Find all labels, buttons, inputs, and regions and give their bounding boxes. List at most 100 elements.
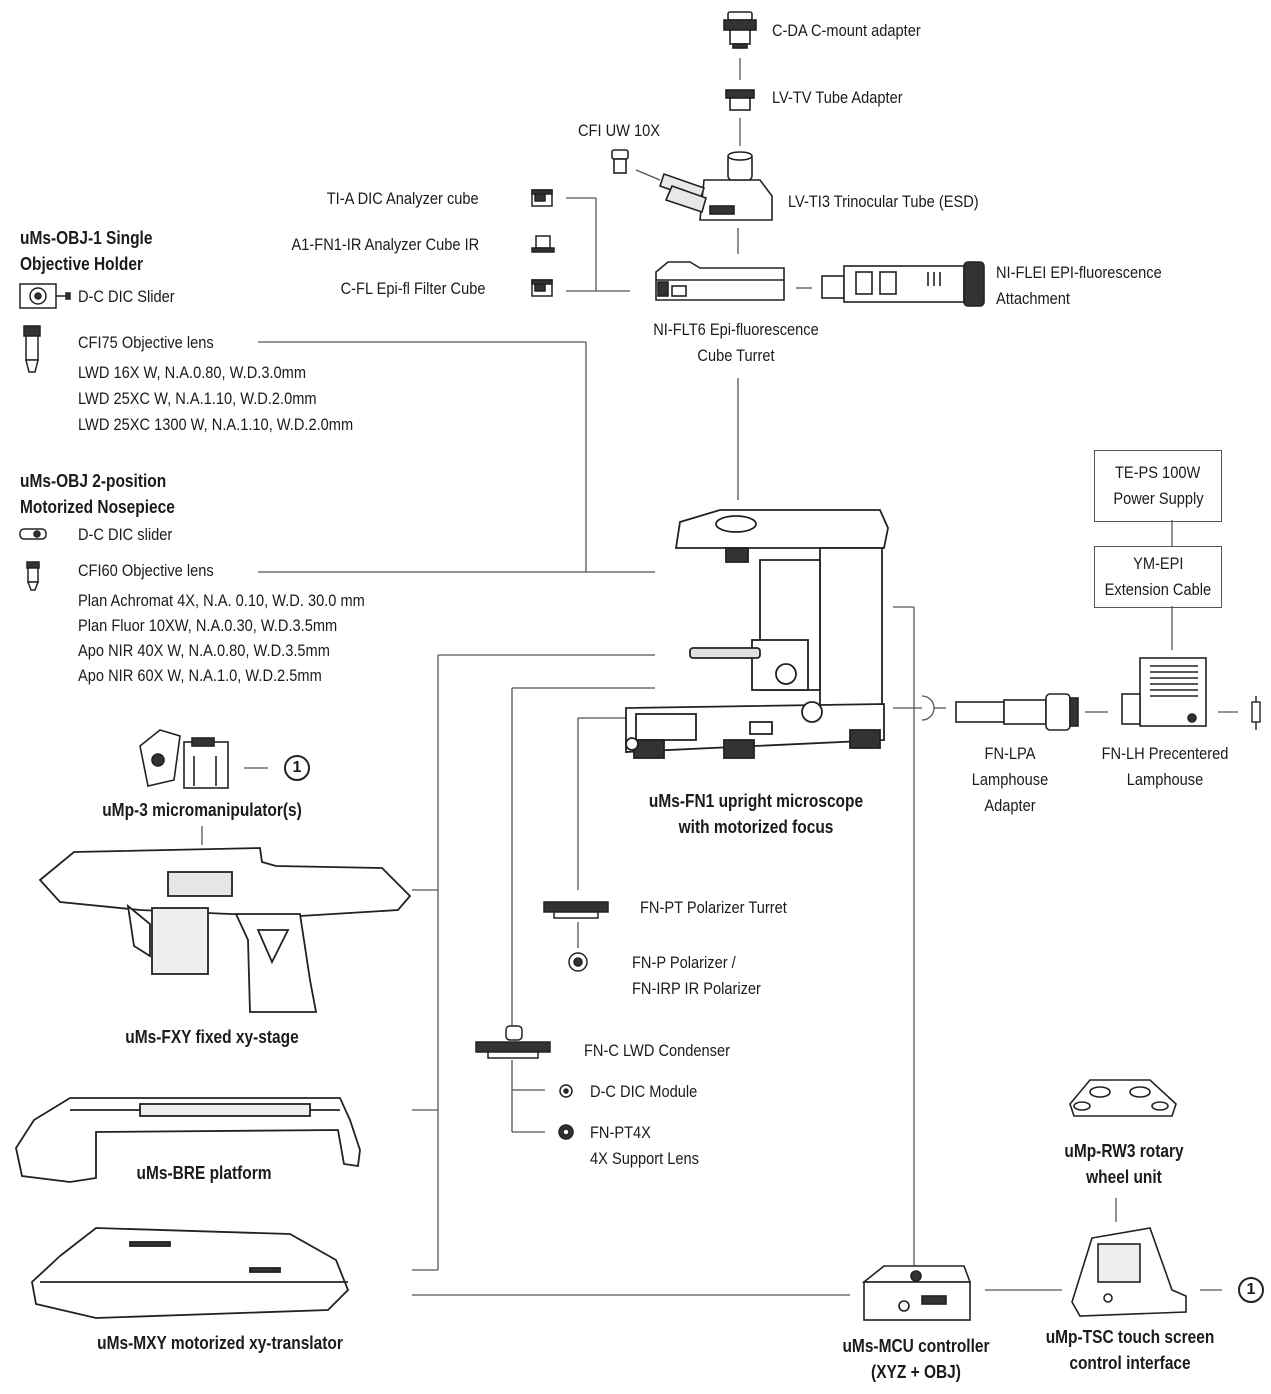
marker-circle-1: 1 [284, 755, 310, 781]
cfi60-spec-4: Apo NIR 60X W, N.A.1.0, W.D.2.5mm [78, 666, 322, 685]
microscope-label-line1: uMs-FN1 upright microscope [648, 791, 864, 811]
epi-attachment-label-line2: Attachment [996, 289, 1070, 308]
lamphouse-adapter-label-line1: FN-LPA [984, 744, 1036, 763]
polarizer-icon [568, 952, 588, 972]
extension-cable-line2: Extension Cable [1104, 580, 1212, 599]
epi-attachment-label: NI-FLEI EPI-fluorescence Attachment [996, 260, 1162, 312]
dic-slider-label: D-C DIC Slider [78, 287, 175, 306]
filter-cube-icon [531, 279, 553, 297]
support-lens-label-line1: FN-PT4X [590, 1123, 651, 1142]
polarizer-turret-icon [543, 901, 609, 919]
analyzer-cube-label: TI-A DIC Analyzer cube [327, 189, 479, 208]
mcu-controller-label-line1: uMs-MCU controller [842, 1336, 990, 1356]
lamphouse-adapter-label-line3: Adapter [984, 796, 1036, 815]
cube-turret-icon [655, 261, 785, 301]
c-mount-adapter-icon [723, 11, 757, 49]
microscope-icon [625, 509, 889, 759]
trinocular-tube-icon [658, 151, 773, 221]
fixed-xy-stage-label: uMs-FXY fixed xy-stage [125, 1027, 299, 1047]
rotary-wheel-label-line1: uMp-RW3 rotary [1064, 1141, 1184, 1161]
dic-slider-small-icon [19, 528, 47, 540]
cube-turret-label: NI-FLT6 Epi-fluorescence Cube Turret [650, 317, 822, 369]
tube-adapter-icon [725, 89, 755, 111]
rotary-wheel-label: uMp-RW3 rotary wheel unit [1038, 1138, 1210, 1190]
cfi75-spec-1: LWD 16X W, N.A.0.80, W.D.3.0mm [78, 363, 307, 382]
cfi75-spec-3: LWD 25XC 1300 W, N.A.1.10, W.D.2.0mm [78, 415, 354, 434]
extension-cable-box: YM-EPI Extension Cable [1094, 546, 1222, 608]
marker-circle-2: 1 [1238, 1277, 1264, 1303]
polarizer-turret-label: FN-PT Polarizer Turret [640, 898, 787, 917]
nosepiece-title-line2: Motorized Nosepiece [20, 497, 175, 517]
touch-screen-icon [1071, 1227, 1187, 1317]
c-mount-adapter-label: C-DA C-mount adapter [772, 21, 921, 40]
epi-fluorescence-attachment-icon [821, 261, 985, 307]
dic-slider-2-label: D-C DIC slider [78, 525, 173, 544]
rotary-wheel-icon [1069, 1079, 1177, 1117]
touch-screen-label-line2: control interface [1069, 1353, 1191, 1373]
lamphouse-label-line1: FN-LH Precentered [1101, 744, 1229, 763]
trinocular-tube-label: LV-TI3 Trinocular Tube (ESD) [788, 192, 979, 211]
tube-adapter-label: LV-TV Tube Adapter [772, 88, 903, 107]
bre-platform-icon [15, 1097, 361, 1183]
filter-cube-label: C-FL Epi-fl Filter Cube [340, 279, 485, 298]
dic-module-label: D-C DIC Module [590, 1082, 698, 1101]
condenser-icon [475, 1025, 551, 1059]
touch-screen-label: uMp-TSC touch screen control interface [1035, 1324, 1224, 1376]
epi-attachment-label-line1: NI-FLEI EPI-fluorescence [996, 263, 1162, 282]
support-lens-label-line2: 4X Support Lens [590, 1149, 699, 1168]
microscope-label-line2: with motorized focus [678, 817, 834, 837]
touch-screen-label-line1: uMp-TSC touch screen [1045, 1327, 1215, 1347]
micromanipulator-label: uMp-3 micromanipulator(s) [102, 800, 302, 820]
polarizer-label-line1: FN-P Polarizer / [632, 953, 736, 972]
micromanipulator-icon [139, 729, 229, 789]
cfi60-specs: Plan Achromat 4X, N.A. 0.10, W.D. 30.0 m… [78, 588, 365, 688]
extension-cable-line1: YM-EPI [1132, 554, 1184, 573]
nosepiece-title-line1: uMs-OBJ 2-position [20, 471, 167, 491]
fixed-xy-stage-icon [38, 847, 412, 1013]
connector-lines [201, 58, 1238, 1296]
mcu-controller-label: uMs-MCU controller (XYZ + OBJ) [830, 1333, 1002, 1385]
cfi60-lens-label: CFI60 Objective lens [78, 561, 214, 580]
lamphouse-adapter-icon [955, 693, 1079, 731]
lamp-bulb-icon [1251, 696, 1261, 730]
lamphouse-adapter-label-line2: Lamphouse [971, 770, 1049, 789]
ir-analyzer-cube-icon [531, 235, 555, 253]
condenser-label: FN-C LWD Condenser [584, 1041, 730, 1060]
mcu-controller-icon [861, 1265, 972, 1321]
ir-analyzer-cube-label: A1-FN1-IR Analyzer Cube IR [291, 235, 479, 254]
cfi75-spec-2: LWD 25XC W, N.A.1.10, W.D.2.0mm [78, 389, 317, 408]
mxy-translator-icon [31, 1227, 350, 1319]
cube-turret-label-line1: NI-FLT6 Epi-fluorescence [653, 320, 819, 339]
polarizer-label-line2: FN-IRP IR Polarizer [632, 979, 761, 998]
polarizer-label: FN-P Polarizer / FN-IRP IR Polarizer [632, 950, 761, 1002]
dic-slider-icon [19, 283, 71, 309]
microscope-label: uMs-FN1 upright microscope with motorize… [627, 788, 885, 840]
objective-lens-small-icon [26, 561, 40, 591]
cfi75-lens-label: CFI75 Objective lens [78, 333, 214, 352]
lamphouse-label-line2: Lamphouse [1126, 770, 1204, 789]
cfi60-spec-1: Plan Achromat 4X, N.A. 0.10, W.D. 30.0 m… [78, 591, 365, 610]
cfi60-spec-2: Plan Fluor 10XW, N.A.0.30, W.D.3.5mm [78, 616, 338, 635]
objective-holder-title-line2: Objective Holder [20, 254, 144, 274]
rotary-wheel-label-line2: wheel unit [1086, 1167, 1162, 1187]
objective-holder-title-line1: uMs-OBJ-1 Single [20, 228, 153, 248]
objective-lens-icon [23, 325, 41, 373]
cfi60-spec-3: Apo NIR 40X W, N.A.0.80, W.D.3.5mm [78, 641, 330, 660]
cube-turret-label-line2: Cube Turret [697, 346, 775, 365]
power-supply-box: TE-PS 100W Power Supply [1094, 450, 1222, 522]
eyepiece-label: CFI UW 10X [578, 121, 661, 140]
cfi75-specs: LWD 16X W, N.A.0.80, W.D.3.0mm LWD 25XC … [78, 360, 353, 438]
support-lens-icon [558, 1124, 574, 1140]
support-lens-label: FN-PT4X 4X Support Lens [590, 1120, 699, 1172]
analyzer-cube-icon [531, 189, 553, 207]
nosepiece-title: uMs-OBJ 2-position Motorized Nosepiece [20, 468, 175, 520]
eyepiece-icon [611, 149, 629, 174]
mxy-translator-label: uMs-MXY motorized xy-translator [97, 1333, 343, 1353]
bre-platform-label: uMs-BRE platform [136, 1163, 272, 1183]
mcu-controller-label-line2: (XYZ + OBJ) [871, 1362, 961, 1382]
power-supply-line2: Power Supply [1112, 489, 1204, 508]
lamphouse-icon [1121, 657, 1207, 727]
power-supply-line1: TE-PS 100W [1115, 463, 1201, 482]
lamphouse-adapter-label: FN-LPA Lamphouse Adapter [958, 741, 1061, 819]
